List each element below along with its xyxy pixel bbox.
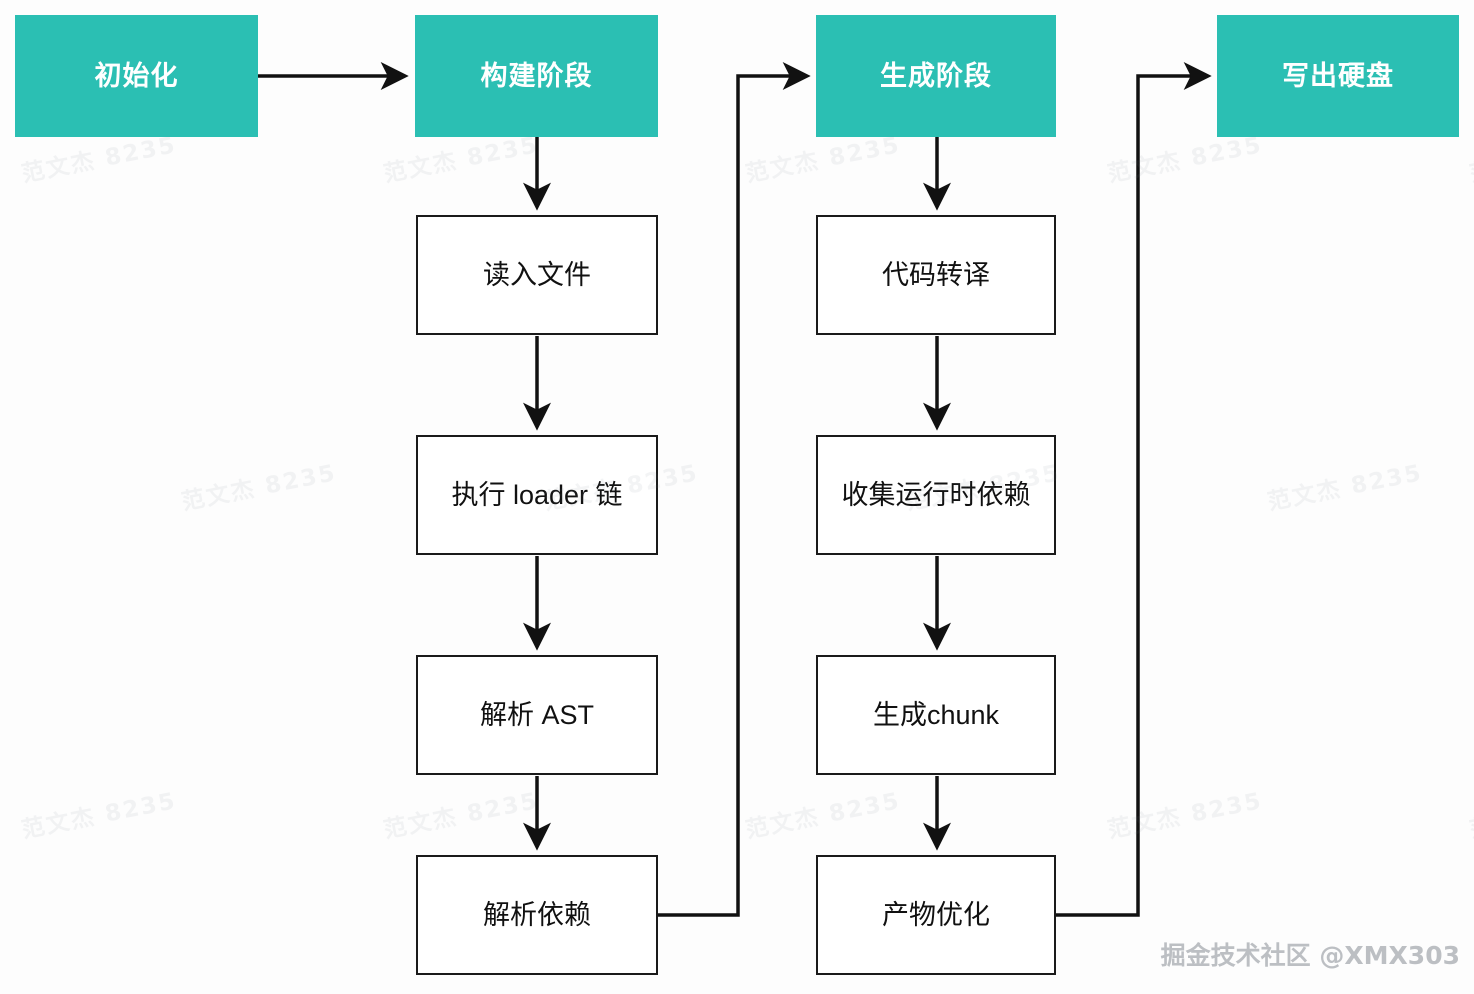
step-label-transpile: 代码转译	[882, 259, 990, 290]
stage-node-build[interactable]: 构建阶段	[415, 15, 658, 137]
edge-parse-deps-to-generate	[658, 62, 811, 917]
stage-node-init[interactable]: 初始化	[15, 15, 258, 137]
edge-optimize-to-emit	[1056, 62, 1212, 917]
stage-node-generate[interactable]: 生成阶段	[816, 15, 1056, 137]
step-node-optimize[interactable]: 产物优化	[816, 855, 1056, 975]
step-node-parse-ast[interactable]: 解析 AST	[416, 655, 658, 775]
stage-label-init: 初始化	[94, 60, 179, 91]
step-label-parse-deps: 解析依赖	[483, 899, 591, 930]
step-label-read-file: 读入文件	[483, 259, 591, 290]
step-label-optimize: 产物优化	[882, 899, 990, 930]
step-node-parse-deps[interactable]: 解析依赖	[416, 855, 658, 975]
step-node-read-file[interactable]: 读入文件	[416, 215, 658, 335]
step-node-make-chunk[interactable]: 生成chunk	[816, 655, 1056, 775]
step-label-loader-chain: 执行 loader 链	[451, 479, 623, 510]
step-label-make-chunk: 生成chunk	[872, 699, 1000, 730]
step-label-collect-runtime: 收集运行时依赖	[841, 479, 1031, 510]
stage-label-emit: 写出硬盘	[1282, 60, 1394, 91]
step-node-transpile[interactable]: 代码转译	[816, 215, 1056, 335]
step-label-parse-ast: 解析 AST	[479, 699, 594, 730]
step-node-loader-chain[interactable]: 执行 loader 链	[416, 435, 658, 555]
stage-node-emit[interactable]: 写出硬盘	[1217, 15, 1459, 137]
step-node-collect-runtime[interactable]: 收集运行时依赖	[816, 435, 1056, 555]
stage-label-generate: 生成阶段	[880, 60, 992, 91]
source-credit-watermark: 掘金技术社区 @XMX303	[1160, 941, 1460, 970]
stage-label-build: 构建阶段	[480, 60, 593, 91]
